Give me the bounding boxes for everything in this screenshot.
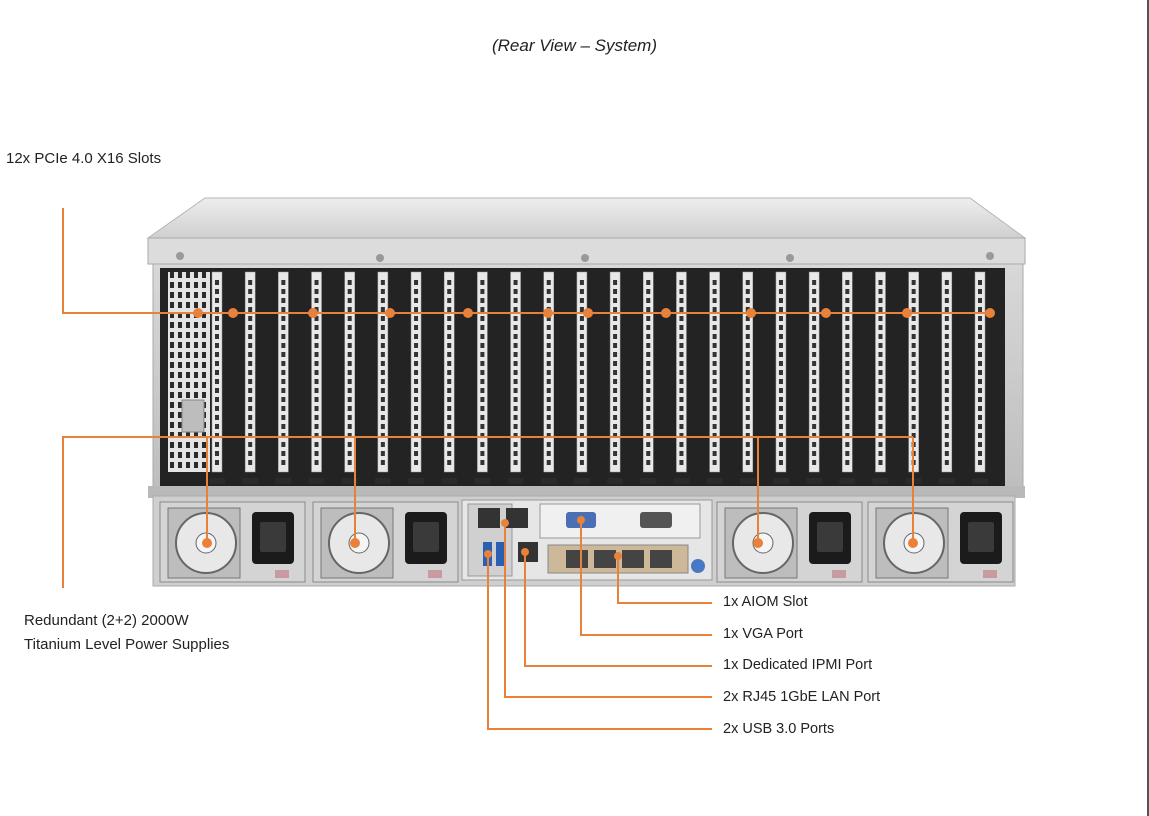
aiom-slot-label: 1x AIOM Slot [723,594,808,610]
pcie-callout-dot [985,308,995,318]
psu-label-line2: Titanium Level Power Supplies [24,636,230,653]
serial-port [640,512,672,528]
pcie-slot-bracket [408,271,425,484]
diagram-title: (Rear View – System) [491,36,657,55]
pcie-slot-bracket [209,271,225,484]
pcie-callout-dot [543,308,553,318]
io-panel [461,499,713,581]
pcie-slot-bracket [341,271,358,484]
power-supply-unit [312,501,459,583]
pcie-callout-dot [821,308,831,318]
pcie-slot-brackets [209,271,988,484]
pcie-slot-bracket [772,271,789,484]
pcie-slot-bracket [540,271,557,484]
pcie-slot-bracket [938,271,955,484]
lan-port-label: 2x RJ45 1GbE LAN Port [723,689,881,705]
usb-ports-label: 2x USB 3.0 Ports [723,721,835,737]
pcie-slot-bracket [872,271,889,484]
pcie-callout-dot [746,308,756,318]
power-supply-unit [716,501,863,583]
pcie-slot-bracket [474,271,491,484]
callout-lines [62,208,990,730]
pcie-slot-bracket [706,271,723,484]
io-callout-dot [521,548,529,556]
pcie-callout-dot [583,308,593,318]
pcie-slot-bracket [673,271,690,484]
pcie-slot-bracket [374,271,391,484]
pcie-slot-bracket [573,271,590,484]
pcie-slot-bracket [607,271,624,484]
psu-label-line1: Redundant (2+2) 2000W [24,612,189,629]
pcie-callout-dot [661,308,671,318]
pcie-slot-bracket [275,271,292,484]
pcie-callout-dot [193,308,203,318]
usb-port-2 [496,542,505,566]
pcie-callout-dot [902,308,912,318]
pcie-callout-dot [385,308,395,318]
left-vent-column [168,272,210,472]
power-supply-unit [867,501,1014,583]
psu-callout-dot [202,538,212,548]
pcie-slots-label: 12x PCIe 4.0 X16 Slots [6,150,162,167]
pcie-slot-bracket [242,271,259,484]
pcie-callout-dot [308,308,318,318]
psu-callout-dot [350,538,360,548]
pcie-slot-bracket [441,271,458,484]
pcie-slot-bracket [839,271,856,484]
pcie-slot-bracket [806,271,823,484]
io-callout-dot [577,516,585,524]
callout-dots [193,308,995,560]
pcie-slot-bracket [972,271,988,484]
pcie-callout-dot [463,308,473,318]
lan-port-1 [478,508,500,528]
ipmi-port-label: 1x Dedicated IPMI Port [723,657,873,673]
pcie-slot-bracket [507,271,524,484]
pcie-slot-bracket [640,271,657,484]
io-callout-dot [501,519,509,527]
io-callout-dot [484,550,492,558]
lan-port-2 [506,508,528,528]
vga-port-label: 1x VGA Port [723,626,803,642]
chassis-top-lid [146,197,1027,239]
io-callout-dot [614,552,622,560]
pcie-callout-dot [228,308,238,318]
power-supply-unit [159,501,306,583]
pcie-slot-bracket [739,271,756,484]
psu-callout-dot [753,538,763,548]
page-edge-divider [1147,0,1149,816]
psu-callout-dot [908,538,918,548]
